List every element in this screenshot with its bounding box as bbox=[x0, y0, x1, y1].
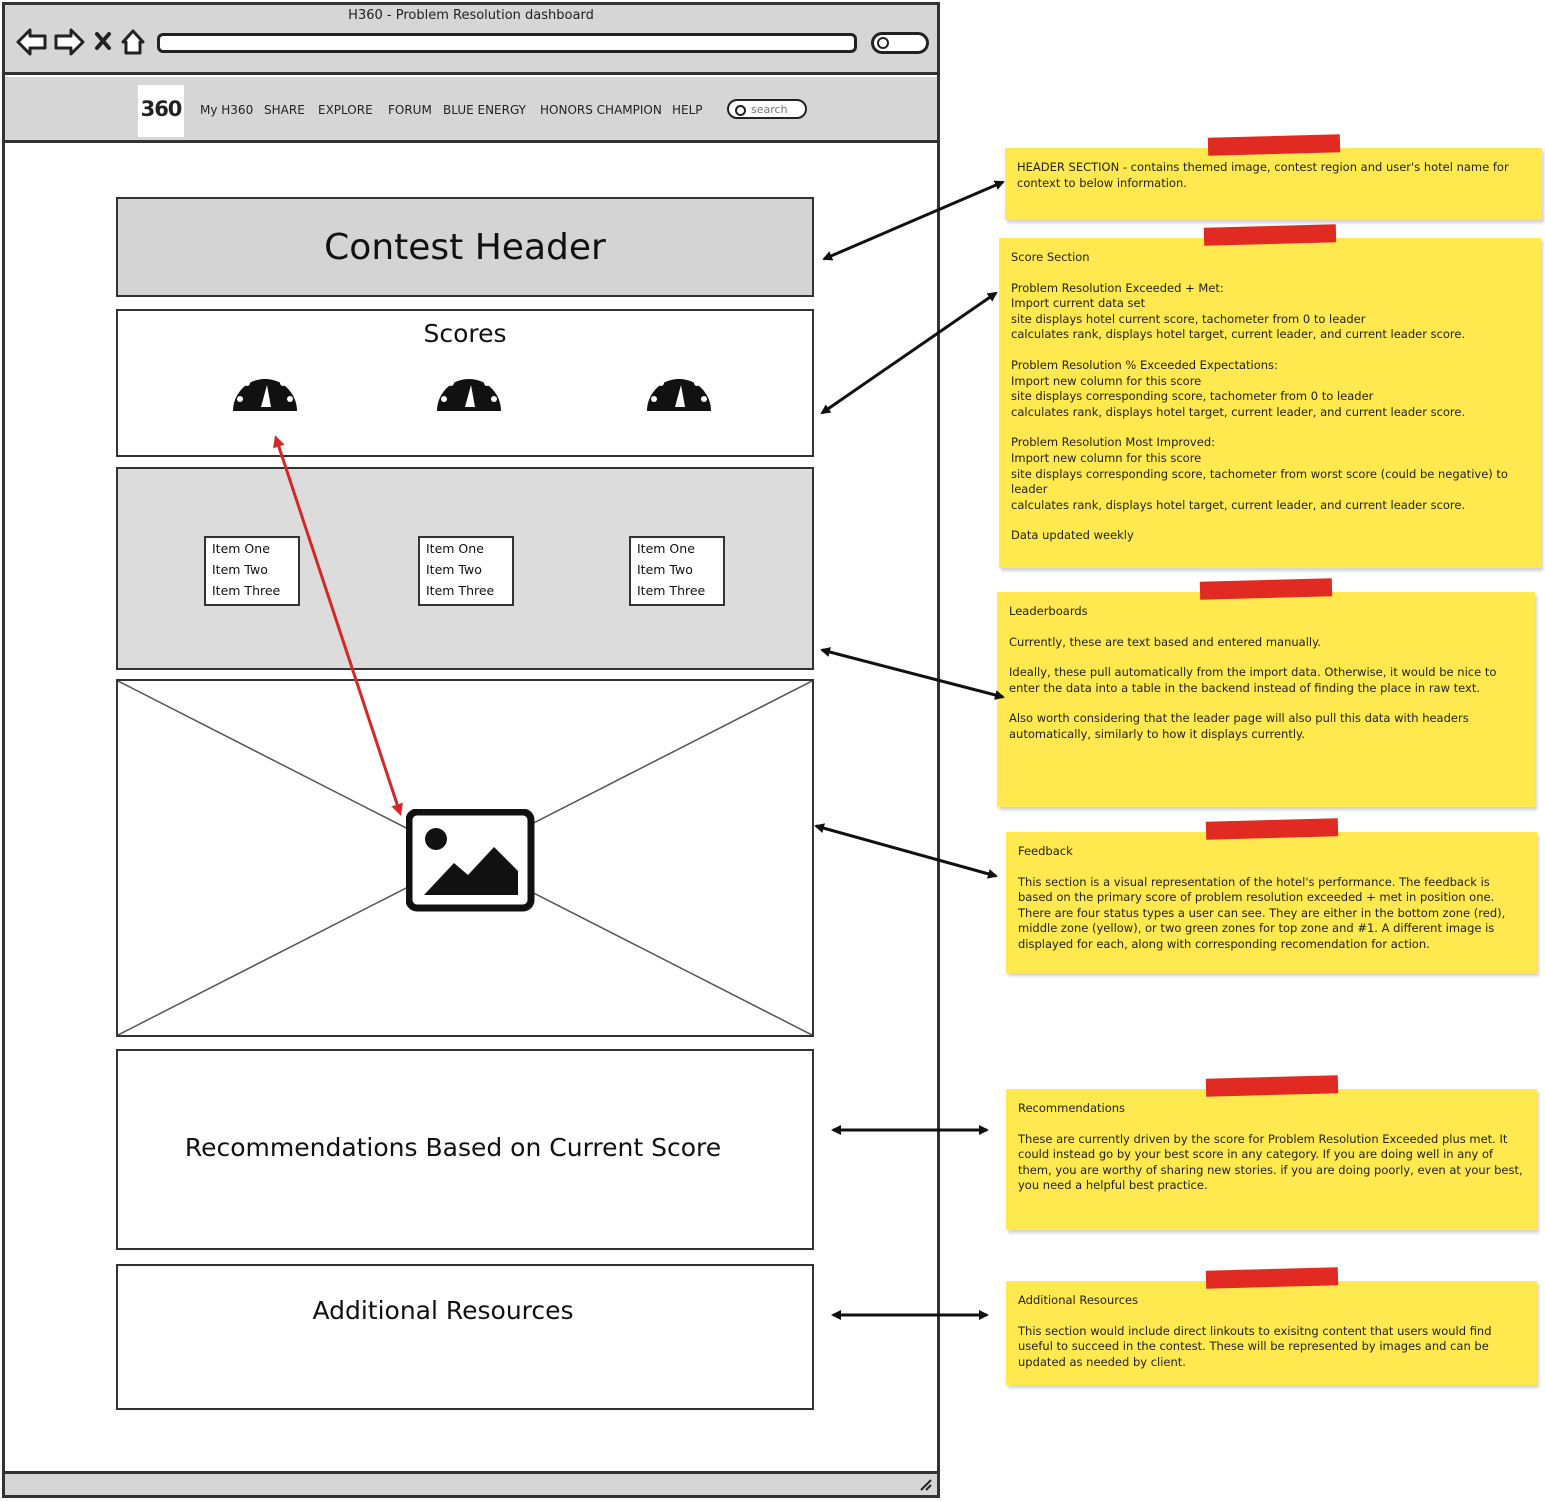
note-title: Leaderboards bbox=[1009, 604, 1088, 618]
note-title: Feedback bbox=[1018, 844, 1073, 858]
note-text: Ideally, these pull automatically from t… bbox=[1009, 665, 1497, 695]
search-input[interactable]: search bbox=[727, 99, 807, 119]
scores-title: Scores bbox=[423, 319, 507, 348]
leaderboard-list: Item One Item Two Item Three bbox=[629, 536, 725, 606]
list-item: Item Three bbox=[212, 583, 281, 598]
list-item: Item One bbox=[426, 541, 484, 556]
list-item: Item One bbox=[212, 541, 270, 556]
note-title: Score Section bbox=[1011, 250, 1090, 264]
site-navbar: 360 My H360 SHARE EXPLORE FORUM BLUE ENE… bbox=[5, 77, 937, 143]
leaderboard-list: Item One Item Two Item Three bbox=[418, 536, 514, 606]
note-text: This section is a visual representation … bbox=[1018, 874, 1506, 951]
note-feedback: Feedback This section is a visual repres… bbox=[1006, 818, 1537, 973]
gauge-icon bbox=[647, 372, 711, 411]
close-icon[interactable] bbox=[95, 32, 111, 50]
note-text: This section would include direct linkou… bbox=[1018, 1323, 1492, 1369]
list-item: Item Two bbox=[426, 562, 482, 577]
forward-icon[interactable] bbox=[54, 28, 85, 56]
note-text: Data updated weekly bbox=[1011, 528, 1134, 543]
note-text: Currently, these are text based and ente… bbox=[1009, 634, 1321, 649]
list-item: Item Three bbox=[426, 583, 495, 598]
window-title: H360 - Problem Resolution dashboard bbox=[348, 8, 594, 23]
nav-item-share[interactable]: SHARE bbox=[264, 103, 305, 117]
contest-header-title: Contest Header bbox=[324, 227, 606, 268]
browser-search-field[interactable] bbox=[871, 32, 929, 54]
browser-statusbar bbox=[5, 1471, 937, 1495]
note-title: Additional Resources bbox=[1018, 1293, 1139, 1307]
search-placeholder: search bbox=[751, 103, 788, 116]
nav-item-blue-energy[interactable]: BLUE ENERGY bbox=[443, 103, 527, 117]
feedback-image-placeholder bbox=[116, 679, 814, 1037]
arrow-leaderboards bbox=[820, 647, 1005, 700]
note-leaderboards: Leaderboards Currently, these are text b… bbox=[997, 578, 1535, 807]
contest-header: Contest Header bbox=[116, 197, 814, 297]
note-text: Problem Resolution % Exceeded Expectatio… bbox=[1011, 357, 1466, 419]
gauge-icon bbox=[233, 372, 297, 411]
nav-item-honors-champion[interactable]: HONORS CHAMPION bbox=[540, 103, 662, 117]
note-title: Recommendations bbox=[1018, 1101, 1126, 1115]
note-recommendations: Recommendations These are currently driv… bbox=[1006, 1075, 1537, 1230]
browser-nav-buttons bbox=[16, 28, 145, 56]
h360-logo[interactable]: 360 bbox=[135, 85, 187, 137]
address-bar[interactable] bbox=[157, 33, 857, 53]
image-icon bbox=[406, 809, 535, 912]
resources-title: Additional Resources bbox=[312, 1296, 574, 1325]
additional-resources-section: Additional Resources bbox=[116, 1264, 814, 1410]
recommendations-title: Recommendations Based on Current Score bbox=[184, 1133, 722, 1162]
arrow-gauge-to-image bbox=[273, 435, 403, 816]
recommendations-section: Recommendations Based on Current Score bbox=[116, 1049, 814, 1250]
browser-titlebar: H360 - Problem Resolution dashboard bbox=[5, 5, 937, 75]
note-text: Problem Resolution Exceeded + Met: Impor… bbox=[1011, 280, 1466, 342]
list-item: Item Two bbox=[212, 562, 268, 577]
list-item: Item Two bbox=[637, 562, 693, 577]
arrow-scores bbox=[820, 291, 998, 415]
note-additional-resources: Additional Resources This section would … bbox=[1006, 1267, 1537, 1385]
nav-item-help[interactable]: HELP bbox=[672, 103, 703, 117]
note-score-section: Score Section Problem Resolution Exceede… bbox=[999, 224, 1541, 568]
note-text: These are currently driven by the score … bbox=[1018, 1131, 1523, 1193]
back-icon[interactable] bbox=[16, 28, 47, 56]
list-item: Item One bbox=[637, 541, 695, 556]
arrow-feedback bbox=[814, 823, 998, 879]
note-text: Problem Resolution Most Improved: Import… bbox=[1011, 435, 1508, 512]
gauge-icon bbox=[437, 372, 501, 411]
arrow-header bbox=[822, 180, 1005, 261]
note-header-section: HEADER SECTION - contains themed image, … bbox=[1005, 134, 1542, 220]
note-text: HEADER SECTION - contains themed image, … bbox=[1017, 160, 1509, 190]
search-icon bbox=[735, 105, 746, 116]
search-icon bbox=[877, 37, 889, 49]
nav-item-forum[interactable]: FORUM bbox=[388, 103, 432, 117]
nav-item-my-h360[interactable]: My H360 bbox=[200, 103, 254, 117]
home-icon[interactable] bbox=[121, 29, 145, 55]
resize-grip-icon[interactable] bbox=[919, 1478, 933, 1492]
leaderboards-section: Item One Item Two Item Three Item One It… bbox=[116, 467, 814, 670]
nav-item-explore[interactable]: EXPLORE bbox=[318, 103, 373, 117]
scores-section: Scores bbox=[116, 309, 814, 457]
list-item: Item Three bbox=[637, 583, 706, 598]
note-text: Also worth considering that the leader p… bbox=[1009, 711, 1469, 741]
